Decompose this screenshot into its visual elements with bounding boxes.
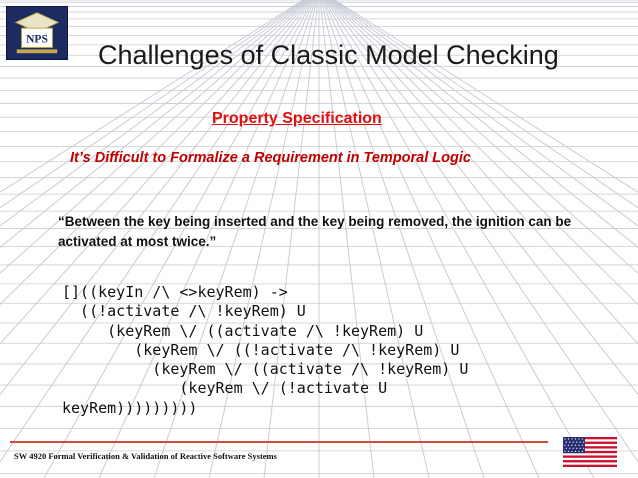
grid-line	[319, 0, 375, 478]
grid-line	[0, 0, 310, 306]
formula-line: (keyRem \/ ((activate /\ !keyRem) U	[62, 360, 469, 379]
grid-line	[324, 0, 595, 478]
formula-line: (keyRem \/ (!activate U	[62, 379, 388, 398]
grid-line	[325, 0, 638, 463]
footer-divider	[10, 441, 548, 443]
requirement-quote: “Between the key being inserted and the …	[58, 214, 572, 249]
grid-line	[0, 0, 308, 248]
grid-line	[327, 0, 638, 345]
logo-text: NPS	[26, 34, 48, 46]
formula-line: []((keyIn /\ <>keyRem) ->	[62, 283, 288, 301]
grid-line	[0, 0, 305, 193]
grid-line	[98, 0, 316, 478]
grid-line	[0, 0, 313, 463]
ltl-formula: []((keyIn /\ <>keyRem) -> ((!activate /\…	[62, 283, 468, 418]
grid-line	[208, 0, 318, 478]
grid-line	[326, 0, 638, 396]
formula-line: keyRem)))))))))	[62, 398, 198, 417]
formula-line: (keyRem \/ ((activate /\ !keyRem) U	[62, 321, 424, 340]
formula-line: ((!activate /\ !keyRem) U	[62, 302, 306, 321]
grid-line	[43, 0, 314, 478]
grid-line	[153, 0, 317, 478]
footer-course-text: SW 4920 Formal Verification & Validation…	[14, 451, 277, 461]
grid-line	[329, 0, 638, 274]
grid-line	[321, 0, 485, 478]
grid-line	[330, 0, 638, 248]
grid-line	[333, 0, 638, 193]
slide-title: Challenges of Classic Model Checking	[98, 40, 559, 70]
grid-line	[0, 0, 306, 209]
grid-line	[263, 0, 319, 478]
grid-line	[322, 0, 540, 478]
grid-line	[0, 0, 307, 227]
grid-line	[328, 0, 638, 306]
us-flag-icon	[563, 437, 617, 467]
nps-logo: NPS	[6, 6, 68, 60]
grid-line	[0, 0, 311, 345]
grid-line	[0, 0, 309, 274]
section-subtitle: Property Specification	[212, 110, 382, 127]
grid-line	[331, 0, 638, 227]
grid-line	[320, 0, 430, 478]
lead-statement: It’s Difficult to Formalize a Requiremen…	[70, 150, 471, 166]
grid-line	[332, 0, 638, 209]
grid-line	[0, 0, 312, 396]
formula-line: (keyRem \/ ((!activate /\ !keyRem) U	[62, 340, 460, 359]
